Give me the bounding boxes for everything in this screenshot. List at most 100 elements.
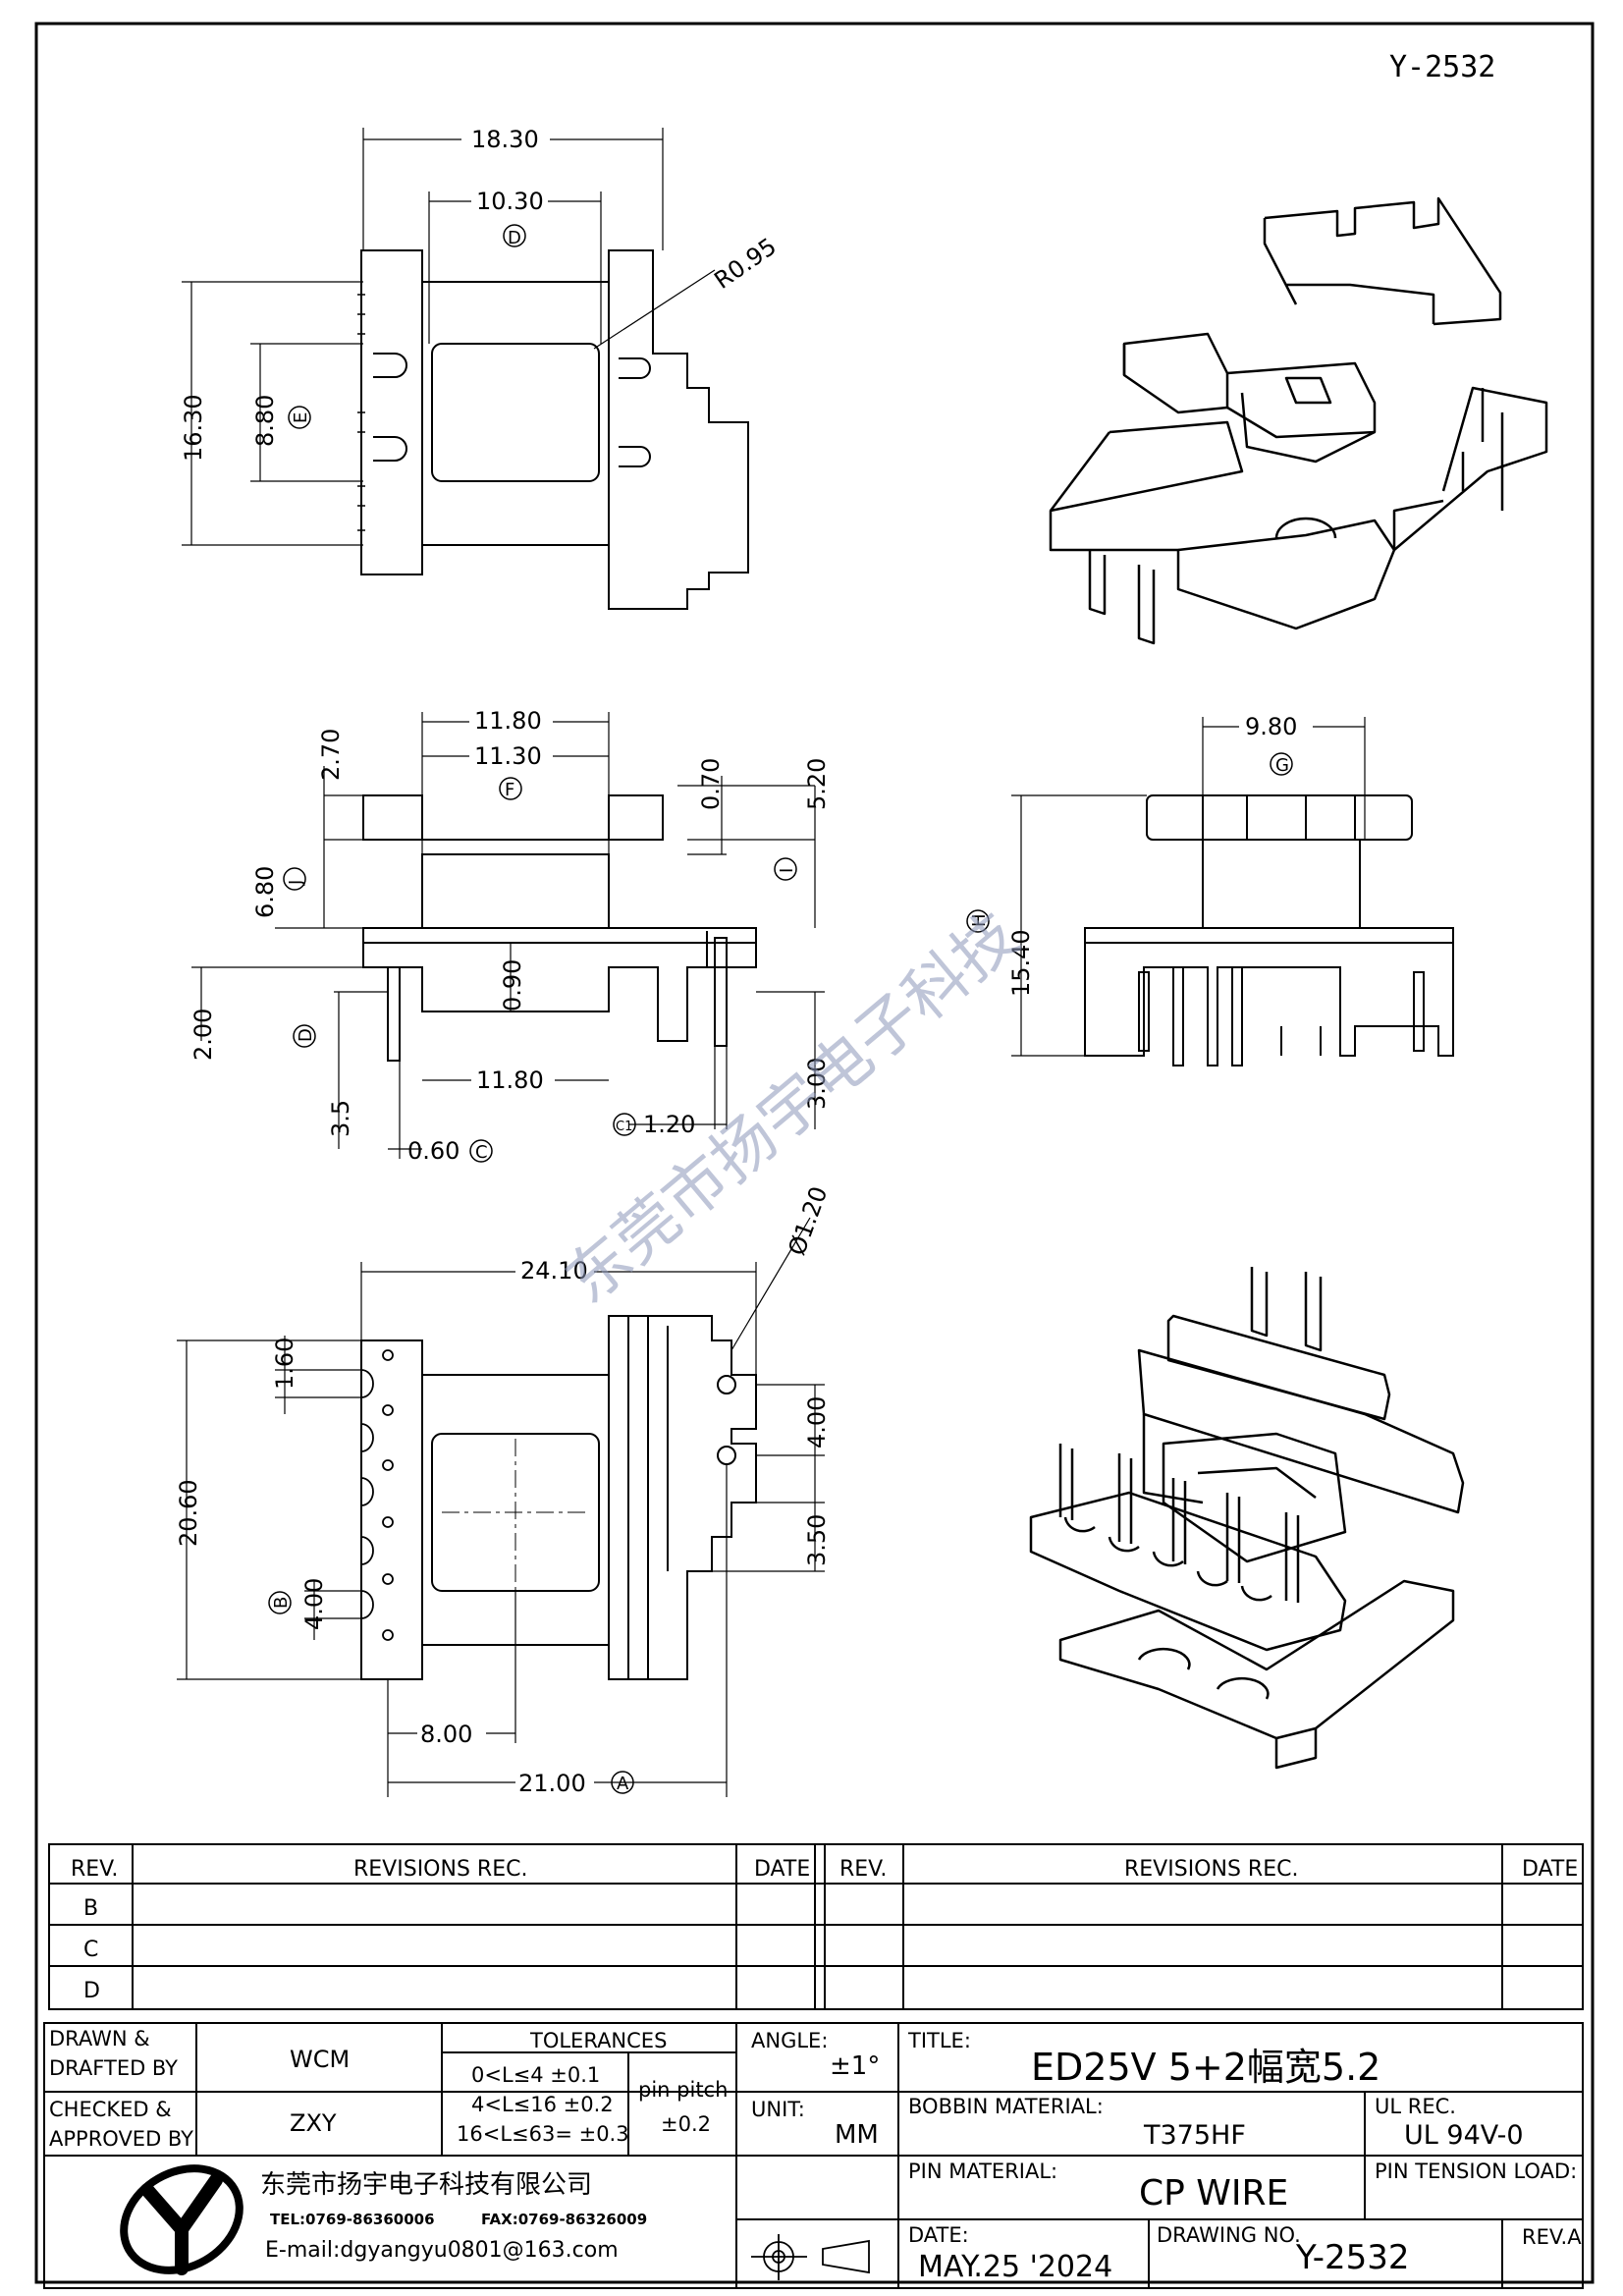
datum-D-front: D [296, 1028, 316, 1042]
dim-3-00: 3.00 [803, 1058, 831, 1110]
bobbin-material-value: T375HF [1143, 2120, 1246, 2151]
title-label: TITLE: [907, 2029, 971, 2052]
dim-24-10: 24.10 [520, 1257, 588, 1285]
drawing-no-value: Y-2532 [1295, 2238, 1410, 2277]
top-view-dim-text: 18.30 10.30 D R0.95 16.30 8.80 E [180, 126, 782, 462]
side-view-dimensions [1011, 717, 1366, 1057]
side-view [1084, 794, 1454, 1066]
sheet-border [34, 22, 1595, 2284]
rev-row-d: D [83, 1979, 100, 2003]
dim-dia-1-20: Ø1.20 [783, 1183, 833, 1260]
pin-pitch-value: ±0.2 [661, 2112, 711, 2136]
tol-3: 16<L≤63= ±0.3 [457, 2122, 629, 2146]
pin-pitch-label: pin pitch [638, 2078, 728, 2102]
datum-G: G [1275, 755, 1289, 776]
rev-header-right: REV. [839, 1857, 887, 1882]
dim-11-80-top: 11.80 [474, 707, 542, 735]
datum-C1: C1 [616, 1120, 632, 1134]
bottom-view-dimensions [177, 1217, 825, 1797]
company-fax: FAX:0769-86326009 [481, 2211, 647, 2228]
dim-15-40: 15.40 [1007, 929, 1035, 997]
dim-11-30: 11.30 [474, 742, 542, 770]
dim-4-00-right: 4.00 [803, 1396, 831, 1449]
dim-0-60: 0.60 [407, 1137, 460, 1165]
drawn-value: WCM [290, 2046, 350, 2073]
datum-J: J [286, 880, 306, 886]
revisions-header-right: REVISIONS REC. [1124, 1857, 1298, 1882]
side-view-dim-text: 9.80 G H 15.40 [966, 713, 1313, 997]
date-header-right: DATE [1522, 1857, 1578, 1882]
dim-18-30: 18.30 [471, 126, 539, 153]
dim-r0-95: R0.95 [709, 233, 782, 295]
date-value: MAY.25 '2024 [918, 2250, 1112, 2284]
bottom-view [360, 1315, 757, 1680]
datum-E: E [291, 412, 311, 423]
dim-1-60: 1.60 [271, 1338, 298, 1390]
datum-D: D [508, 228, 521, 248]
rev-row-b: B [83, 1896, 98, 1921]
iso-view-bottom [1029, 1267, 1465, 1770]
pin-tension-label: PIN TENSION LOAD: [1375, 2159, 1577, 2183]
rev-label: REV.A [1522, 2225, 1582, 2249]
company-name: 东莞市扬宇电子科技有限公司 [260, 2170, 592, 2200]
dim-2-00: 2.00 [189, 1009, 217, 1061]
iso-view-top [1049, 196, 1548, 645]
unit-value: MM [835, 2120, 879, 2150]
tol-2: 4<L≤16 ±0.2 [471, 2093, 614, 2116]
angle-value: ±1° [830, 2051, 880, 2081]
dim-21-00: 21.00 [518, 1770, 586, 1797]
front-view [362, 794, 757, 1062]
company-info: 东莞市扬宇电子科技有限公司 TEL:0769-86360006 FAX:0769… [260, 2170, 647, 2263]
datum-F: F [505, 780, 514, 800]
dim-8-00: 8.00 [420, 1721, 472, 1748]
dim-10-30: 10.30 [476, 188, 544, 215]
date-header-left: DATE [754, 1857, 810, 1882]
revisions-table-text: REV. REVISIONS REC. DATE REV. REVISIONS … [71, 1857, 1578, 2003]
revisions-table [48, 1843, 1584, 2010]
watermark: 东莞市扬宇电子科技 [553, 899, 1033, 1318]
bottom-view-dim-text: 24.10 Ø1.20 1.60 20.60 B 4.00 4.00 3.50 … [175, 1183, 833, 1797]
dim-20-60: 20.60 [175, 1479, 202, 1547]
datum-I: I [777, 868, 797, 873]
company-email: E-mail:dgyangyu0801@163.com [265, 2238, 619, 2263]
front-view-dim-text: 11.80 11.30 F 2.70 0.70 5.20 6.80 J I 0.… [189, 707, 831, 1165]
rev-row-c: C [83, 1938, 98, 1962]
title-value: ED25V 5+2幅宽5.2 [1031, 2046, 1380, 2089]
unit-label: UNIT: [751, 2098, 805, 2121]
dim-11-80-bottom: 11.80 [476, 1066, 544, 1094]
checked-label-1: CHECKED & [49, 2098, 172, 2121]
drawn-label-1: DRAWN & [49, 2027, 150, 2050]
rev-header-left: REV. [71, 1857, 118, 1882]
checked-value: ZXY [290, 2109, 337, 2137]
top-view-dimensions [182, 128, 716, 546]
company-tel: TEL:0769-86360006 [270, 2211, 435, 2228]
pin-material-value: CP WIRE [1139, 2173, 1288, 2214]
ul-rec-value: UL 94V-0 [1404, 2120, 1524, 2151]
company-logo [120, 2164, 243, 2275]
datum-C: C [475, 1142, 488, 1163]
dim-4-00-left: 4.00 [300, 1578, 328, 1630]
dim-5-20: 5.20 [803, 758, 831, 810]
drawing-no-label: DRAWING NO. [1157, 2223, 1301, 2247]
tol-1: 0<L≤4 ±0.1 [471, 2063, 600, 2087]
dim-9-80: 9.80 [1245, 713, 1297, 740]
top-view [357, 249, 749, 610]
dim-0-70: 0.70 [697, 758, 725, 810]
title-block-text: DRAWN & DRAFTED BY WCM CHECKED & APPROVE… [49, 2027, 1582, 2284]
title-block [43, 2022, 1584, 2289]
ul-rec-label: UL REC. [1375, 2095, 1456, 2118]
bobbin-material-label: BOBBIN MATERIAL: [908, 2095, 1104, 2118]
dim-3-5: 3.5 [327, 1100, 354, 1137]
dim-16-30: 16.30 [180, 394, 207, 462]
datum-B: B [271, 1597, 292, 1609]
tolerances-title: TOLERANCES [529, 2029, 667, 2052]
dim-8-80: 8.80 [251, 395, 279, 447]
angle-label: ANGLE: [751, 2029, 828, 2052]
checked-label-2: APPROVED BY [49, 2127, 193, 2151]
dim-1-20: 1.20 [643, 1111, 695, 1138]
bottom-view-centerlines [442, 1439, 589, 1591]
projection-symbol [751, 2234, 870, 2280]
dim-2-70: 2.70 [317, 729, 345, 781]
datum-A: A [617, 1774, 629, 1794]
